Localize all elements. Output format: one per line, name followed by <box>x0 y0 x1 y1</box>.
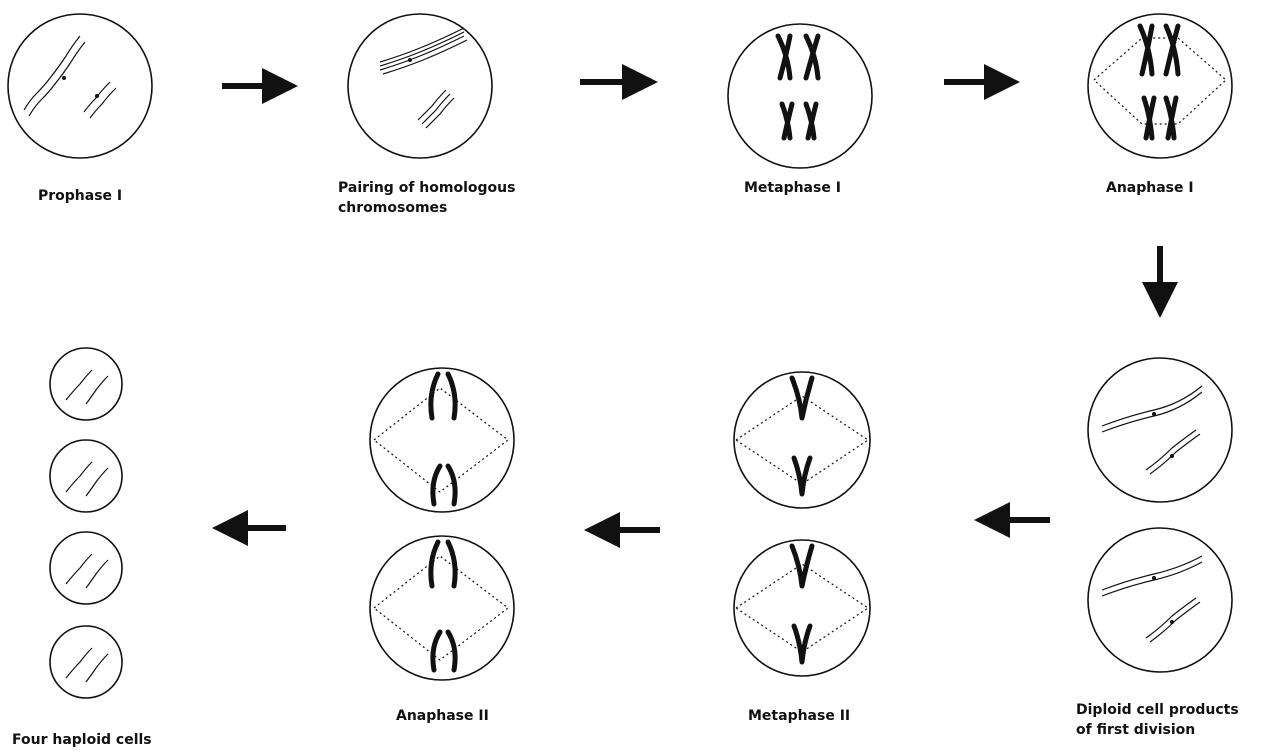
caption-diploid-line-2: of first division <box>1076 720 1239 740</box>
prophase-1-cell <box>8 14 152 158</box>
caption-pairing-line-2: chromosomes <box>338 198 515 218</box>
haploid-cell-3 <box>50 532 122 604</box>
anaphase-2-cell-2 <box>370 536 514 680</box>
haploid-cell-1 <box>50 348 122 420</box>
caption-diploid-line-1: Diploid cell products <box>1076 700 1239 720</box>
diploid-cell-2 <box>1088 528 1232 672</box>
caption-four-haploid: Four haploid cells <box>12 730 152 750</box>
caption-pairing-line-1: Pairing of homologous <box>338 178 515 198</box>
haploid-cell-4 <box>50 626 122 698</box>
caption-metaphase-2: Metaphase II <box>748 706 850 726</box>
pairing-cell <box>348 14 492 158</box>
caption-pairing: Pairing of homologous chromosomes <box>338 178 515 218</box>
metaphase-2-cell-2 <box>734 540 870 676</box>
caption-metaphase-1: Metaphase I <box>744 178 841 198</box>
metaphase-2-cell-1 <box>734 372 870 508</box>
anaphase-2-cell-1 <box>370 368 514 512</box>
caption-anaphase-2: Anaphase II <box>396 706 489 726</box>
diploid-cell-1 <box>1088 358 1232 502</box>
caption-prophase-1: Prophase I <box>38 186 122 206</box>
haploid-cell-2 <box>50 440 122 512</box>
anaphase-1-cell <box>1088 14 1232 158</box>
metaphase-1-cell <box>728 24 872 168</box>
caption-anaphase-1: Anaphase I <box>1106 178 1194 198</box>
caption-diploid-products: Diploid cell products of first division <box>1076 700 1239 740</box>
